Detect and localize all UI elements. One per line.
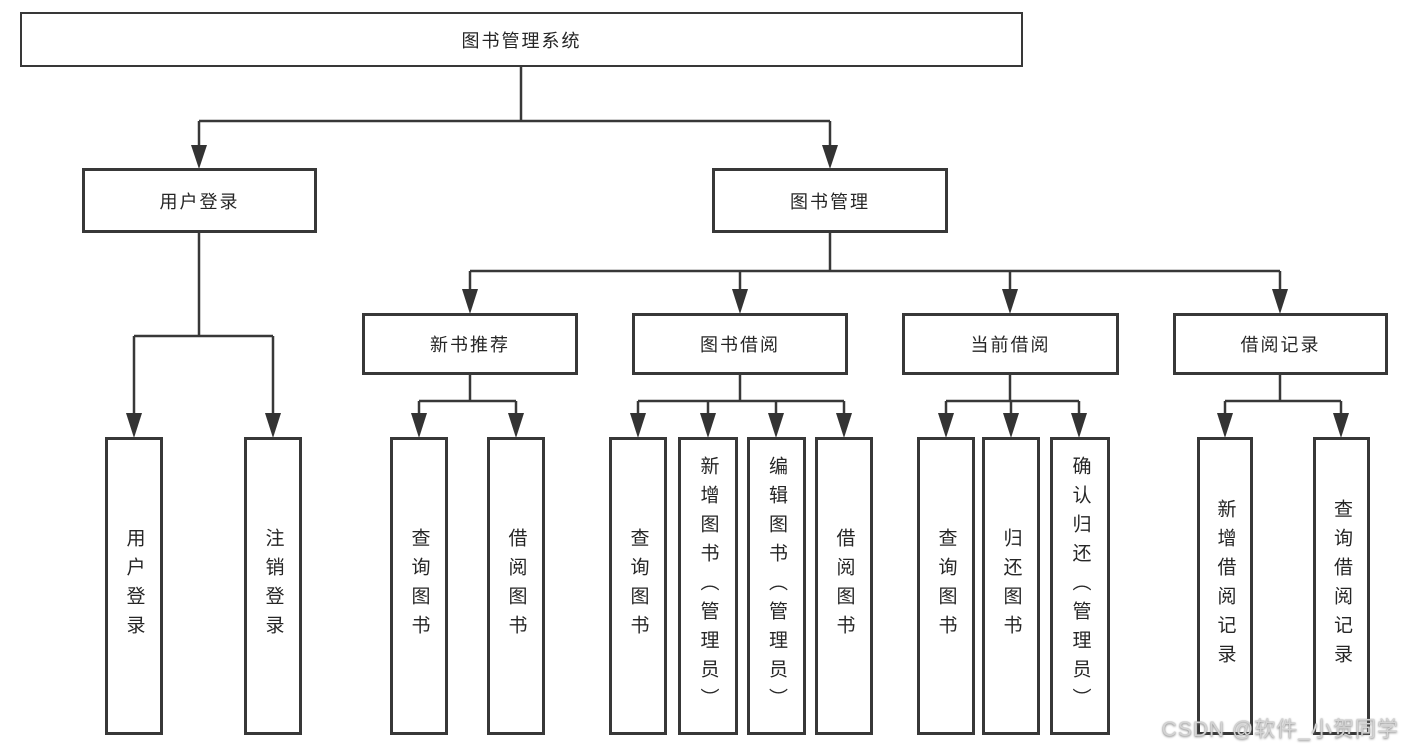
node-label: 借阅图书 — [505, 528, 527, 644]
node-label: 归还图书 — [1000, 528, 1022, 644]
leaf-confirm-return-admin: 确认归还（管理员） — [1050, 437, 1110, 735]
node-current-borrowing: 当前借阅 — [902, 313, 1119, 375]
leaf-return-books: 归还图书 — [982, 437, 1040, 735]
node-label: 图书管理系统 — [461, 30, 582, 51]
node-borrowing-records: 借阅记录 — [1173, 313, 1388, 375]
node-label: 编辑图书（管理员） — [766, 455, 787, 717]
leaf-user-login: 用户登录 — [105, 437, 163, 735]
leaf-borrow-books: 借阅图书 — [815, 437, 873, 735]
node-new-book-recommendation: 新书推荐 — [362, 313, 578, 375]
node-label: 新增图书（管理员） — [697, 455, 719, 717]
node-label: 查询借阅记录 — [1331, 499, 1352, 673]
node-label: 查询图书 — [627, 528, 649, 644]
node-label: 新增借阅记录 — [1214, 499, 1236, 673]
leaf-add-book-admin: 新增图书（管理员） — [678, 437, 738, 735]
leaf-query-borrow-record: 查询借阅记录 — [1313, 437, 1370, 735]
node-library-management-system: 图书管理系统 — [20, 12, 1023, 67]
csdn-watermark: CSDN @软件_小贺同学 — [1161, 718, 1399, 741]
node-label: 查询图书 — [935, 528, 957, 644]
node-label: 图书借阅 — [700, 335, 780, 355]
node-label: 查询图书 — [408, 528, 430, 644]
leaf-query-books-current: 查询图书 — [917, 437, 975, 735]
node-book-borrowing: 图书借阅 — [632, 313, 848, 375]
node-label: 确认归还（管理员） — [1069, 455, 1091, 717]
leaf-logout: 注销登录 — [244, 437, 302, 735]
node-label: 借阅记录 — [1240, 335, 1321, 355]
node-label: 当前借阅 — [970, 335, 1051, 355]
node-label: 注销登录 — [262, 528, 284, 644]
node-label: 新书推荐 — [430, 335, 510, 355]
node-book-management-branch: 图书管理 — [712, 168, 948, 233]
leaf-edit-book-admin: 编辑图书（管理员） — [747, 437, 806, 735]
leaf-borrow-books-recommend: 借阅图书 — [487, 437, 545, 735]
node-label: 图书管理 — [790, 191, 870, 212]
node-user-login-branch: 用户登录 — [82, 168, 317, 233]
node-label: 用户登录 — [123, 528, 145, 644]
node-label: 借阅图书 — [833, 528, 855, 644]
leaf-query-books-borrow: 查询图书 — [609, 437, 667, 735]
leaf-query-books-recommend: 查询图书 — [390, 437, 448, 735]
node-label: 用户登录 — [159, 191, 240, 212]
leaf-add-borrow-record: 新增借阅记录 — [1197, 437, 1253, 735]
